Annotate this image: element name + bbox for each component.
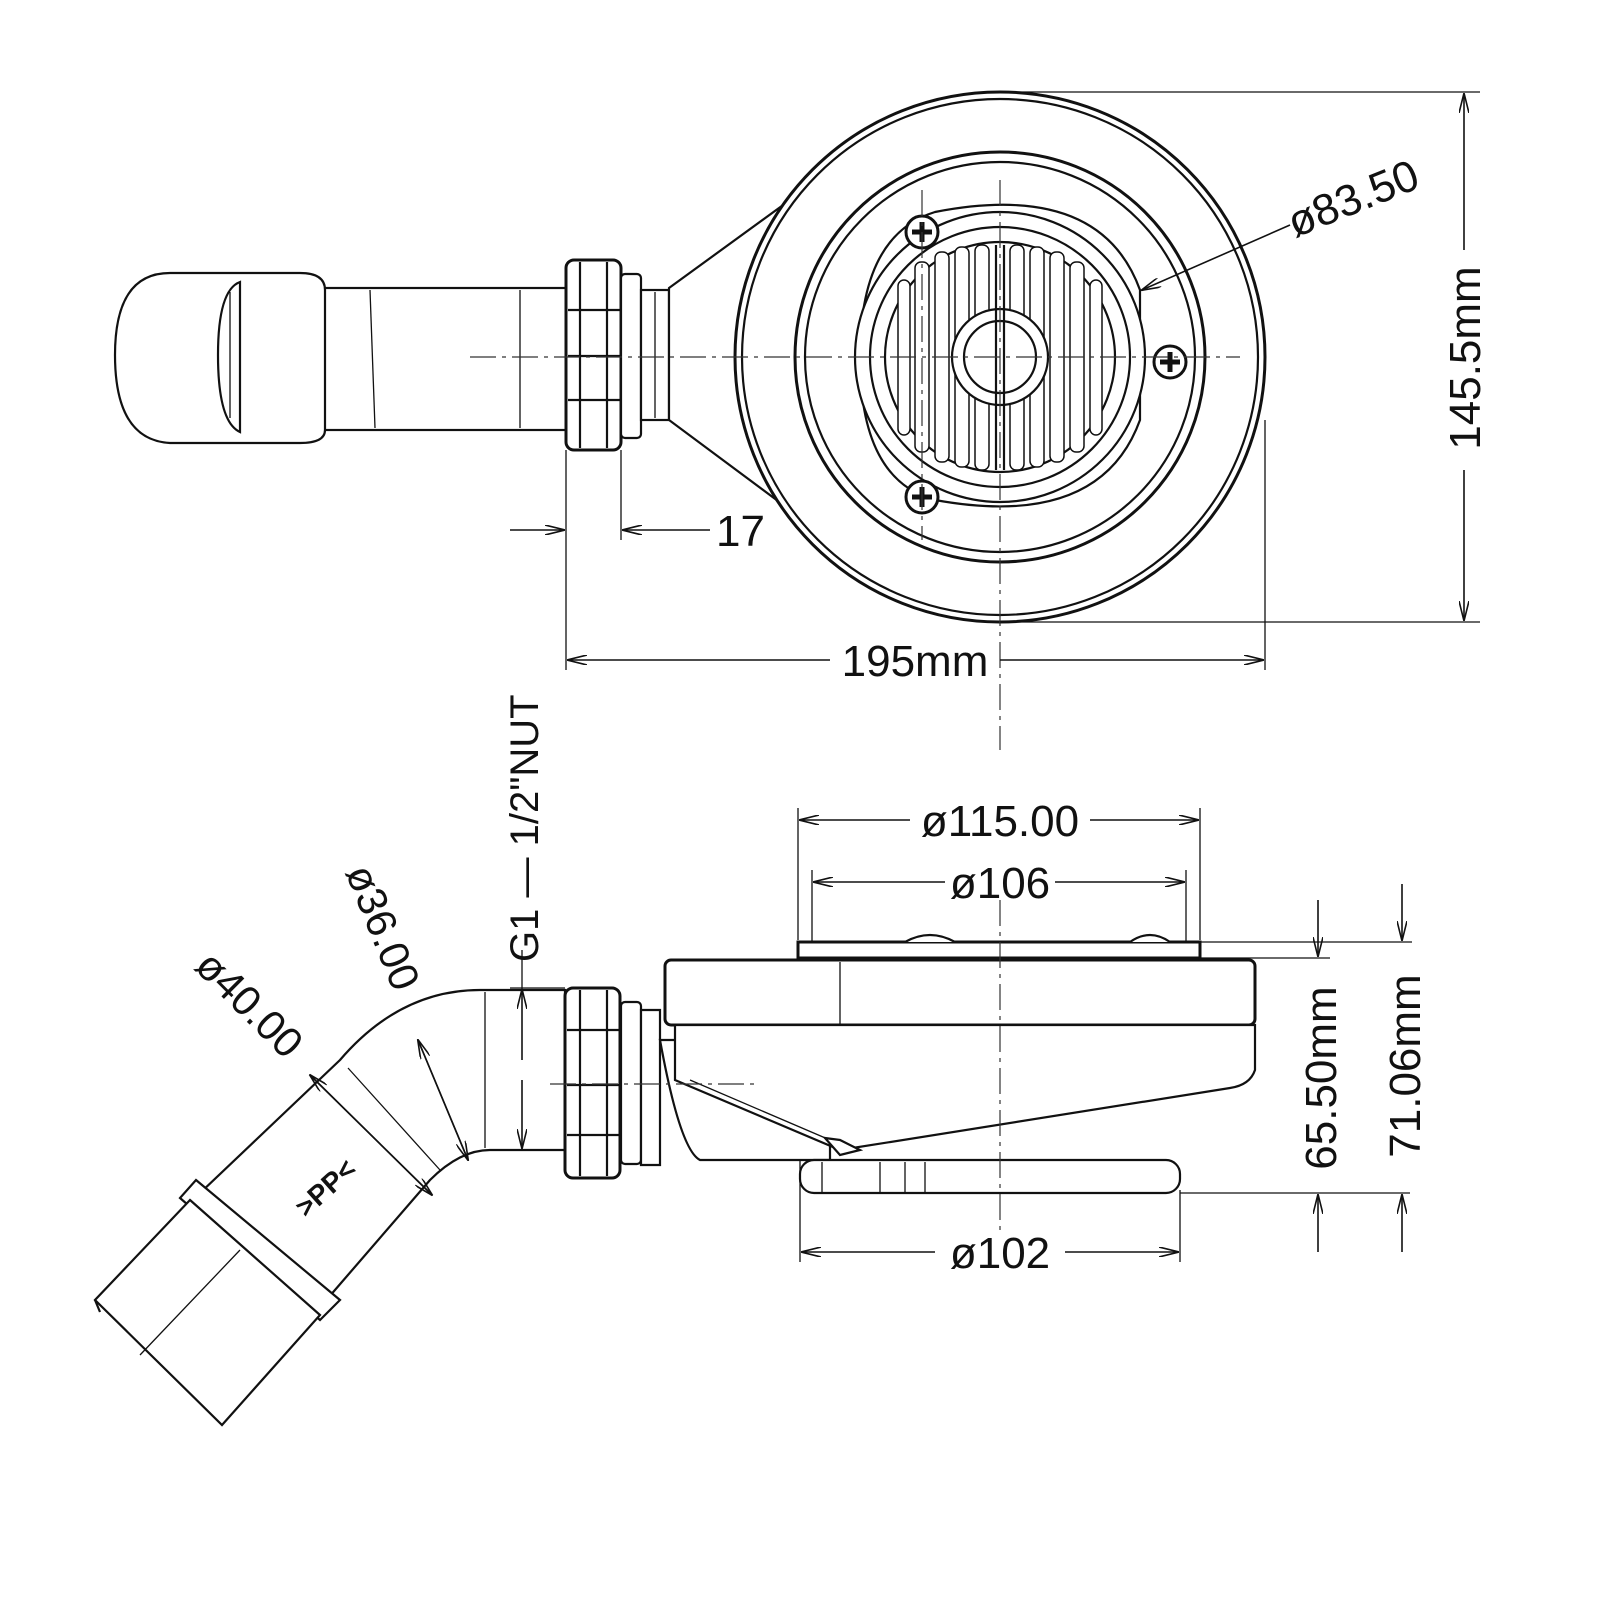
dim-nut-offset: 17 [510, 450, 765, 556]
dim-flange-inner-label: ø106 [950, 859, 1050, 908]
dim-height-label: 145.5mm [1441, 266, 1490, 449]
dim-depth-inner: 65.50mm [1180, 900, 1410, 1252]
dim-body-bottom: ø102 [799, 1160, 1181, 1278]
top-view: ø83.50 145.5mm 195mm 17 [113, 90, 1490, 750]
nut-thread-label: G1 — 1/2"NUT [503, 694, 547, 962]
dim-grate-diameter-label: ø83.50 [1280, 151, 1425, 248]
dim-pipe-outer-label: ø40.00 [187, 941, 313, 1067]
dim-flange-inner: ø106 [811, 859, 1187, 942]
dim-pipe-inner-label: ø36.00 [337, 858, 430, 997]
dim-body-bottom-label: ø102 [950, 1229, 1050, 1278]
dim-width: 195mm [565, 420, 1266, 686]
top-outlet-pipe [113, 271, 572, 445]
dim-depth-total: 71.06mm [1200, 884, 1430, 1252]
side-view: >PP< [93, 694, 1430, 1427]
dim-nut-offset-label: 17 [716, 507, 765, 556]
side-nut [563, 986, 643, 1180]
side-outlet-elbow [196, 988, 567, 1307]
dim-depth-total-label: 71.06mm [1381, 974, 1430, 1157]
top-nut [564, 258, 671, 452]
side-drain-body [639, 933, 1257, 1195]
dim-flange-outer: ø115.00 [797, 797, 1201, 940]
dim-height: 145.5mm [1000, 91, 1490, 623]
dim-flange-outer-label: ø115.00 [921, 797, 1079, 846]
dim-nut-thread: G1 — 1/2"NUT [503, 694, 565, 1151]
side-connector-sleeve [93, 1178, 342, 1427]
screw-icon [1152, 344, 1188, 380]
dim-depth-inner-label: 65.50mm [1297, 986, 1346, 1169]
dim-width-label: 195mm [842, 637, 989, 686]
